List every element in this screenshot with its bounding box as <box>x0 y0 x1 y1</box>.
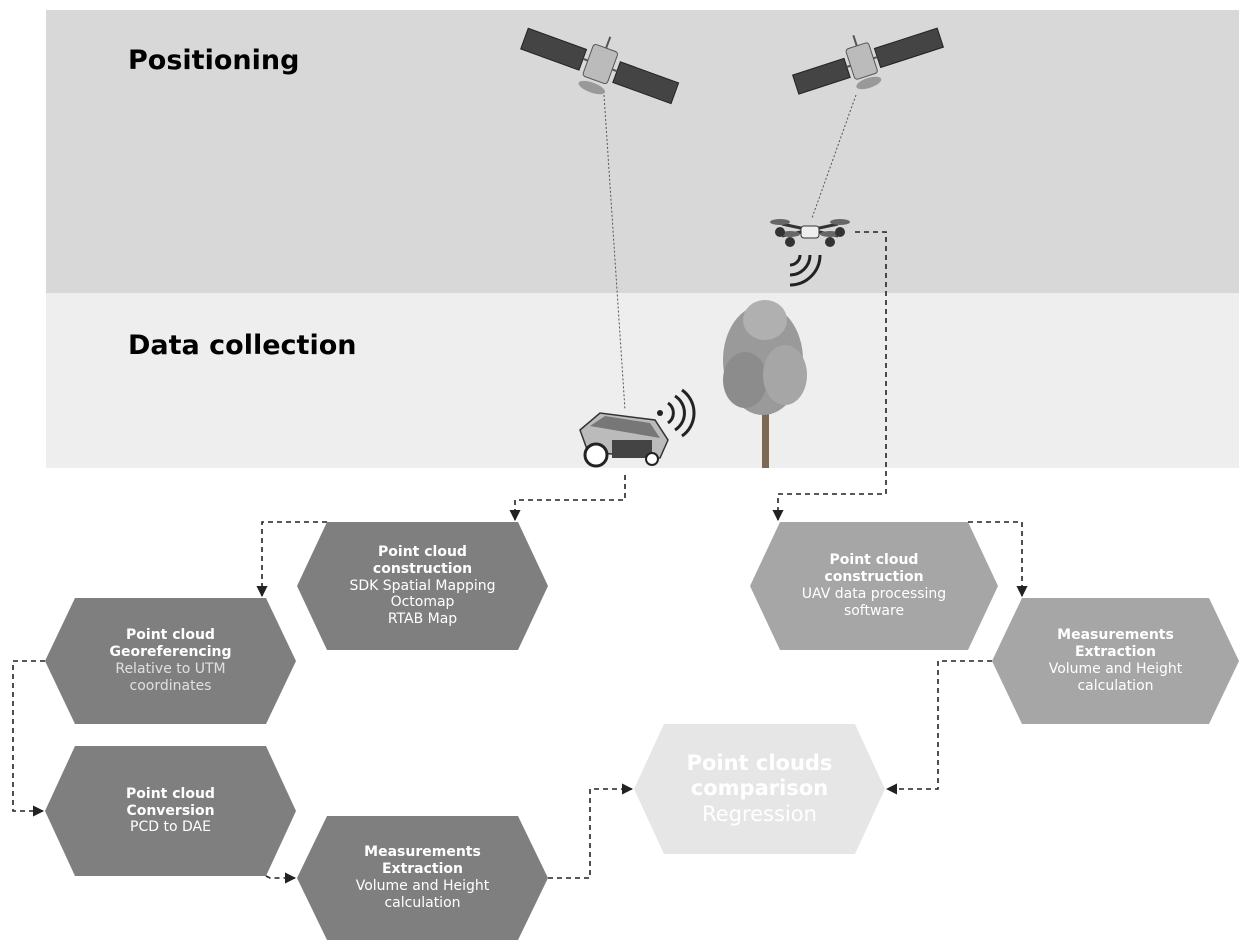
satellite-signal-line <box>811 94 857 219</box>
node-title: Conversion <box>126 802 215 819</box>
node-title: Point clouds <box>686 751 833 776</box>
robot-mower-icon <box>579 412 669 468</box>
node-georeferencing: Point cloud Georeferencing Relative to U… <box>45 598 296 724</box>
node-subtitle: PCD to DAE <box>130 819 211 836</box>
node-uav-measurements: Measurements Extraction Volume and Heigh… <box>992 598 1239 724</box>
node-subtitle: calculation <box>1077 677 1154 694</box>
drone-icon <box>770 219 850 247</box>
node-subtitle: software <box>843 602 905 619</box>
satellite-signal-line <box>603 94 626 411</box>
node-conversion: Point cloud Conversion PCD to DAE <box>45 746 296 876</box>
hex-uav-construction <box>750 522 998 650</box>
node-uav-construction: Point cloud construction UAV data proces… <box>750 522 998 650</box>
connector-construction-to-georeferencing <box>256 521 327 598</box>
positioning-band <box>46 10 1239 293</box>
node-title: comparison <box>690 776 829 801</box>
hex-conversion <box>45 746 296 876</box>
hex-ground-construction <box>297 522 548 650</box>
node-title: construction <box>824 569 924 586</box>
data-collection-title: Data collection <box>128 330 357 361</box>
hex-comparison <box>634 724 885 854</box>
node-title: Measurements <box>1057 627 1174 644</box>
wireless-signal-icon <box>789 254 822 287</box>
node-title: construction <box>372 560 473 577</box>
satellite-icon <box>520 27 680 105</box>
node-title: Georeferencing <box>109 644 232 661</box>
node-subtitle: Volume and Height <box>1048 661 1183 677</box>
positioning-title: Positioning <box>128 45 300 76</box>
connector-uav-measurements-to-comparison <box>885 660 992 795</box>
node-subtitle: SDK Spatial Mapping <box>349 577 496 594</box>
connector-mower-to-construction <box>509 475 626 522</box>
node-title: Point cloud <box>126 627 215 644</box>
node-subtitle: Octomap <box>390 594 455 611</box>
connector-georeferencing-to-conversion <box>12 660 45 817</box>
satellite-icon <box>792 27 945 95</box>
node-subtitle: Volume and Height <box>355 878 490 894</box>
node-title: Extraction <box>381 861 463 878</box>
node-subtitle: Regression <box>702 801 817 826</box>
connectors <box>12 231 1028 884</box>
node-title: Point cloud <box>126 785 215 802</box>
tree-icon <box>723 300 807 468</box>
hex-ground-measurements <box>297 816 548 940</box>
node-subtitle: coordinates <box>129 677 212 694</box>
node-subtitle: Relative to UTM <box>115 661 226 677</box>
node-title: Point cloud <box>829 552 919 569</box>
connector-uav-construction-to-uav-measurements <box>968 521 1028 598</box>
node-subtitle: calculation <box>384 894 461 911</box>
node-ground-measurements: Measurements Extraction Volume and Heigh… <box>297 816 548 940</box>
connector-drone-to-uav-construction <box>772 231 887 522</box>
node-title: Extraction <box>1074 644 1156 661</box>
hex-uav-measurements <box>992 598 1239 724</box>
connector-measurements-to-comparison <box>548 783 634 879</box>
node-subtitle: RTAB Map <box>387 611 458 628</box>
node-comparison: Point clouds comparison Regression <box>634 724 885 854</box>
node-title: Point cloud <box>378 544 467 560</box>
hex-georeferencing <box>45 598 296 724</box>
node-subtitle: UAV data processing <box>801 586 947 602</box>
wireless-signal-icon <box>657 388 696 438</box>
node-title: Measurements <box>364 844 481 861</box>
connector-conversion-to-measurements <box>265 872 297 884</box>
node-ground-construction: Point cloud construction SDK Spatial Map… <box>297 522 548 650</box>
